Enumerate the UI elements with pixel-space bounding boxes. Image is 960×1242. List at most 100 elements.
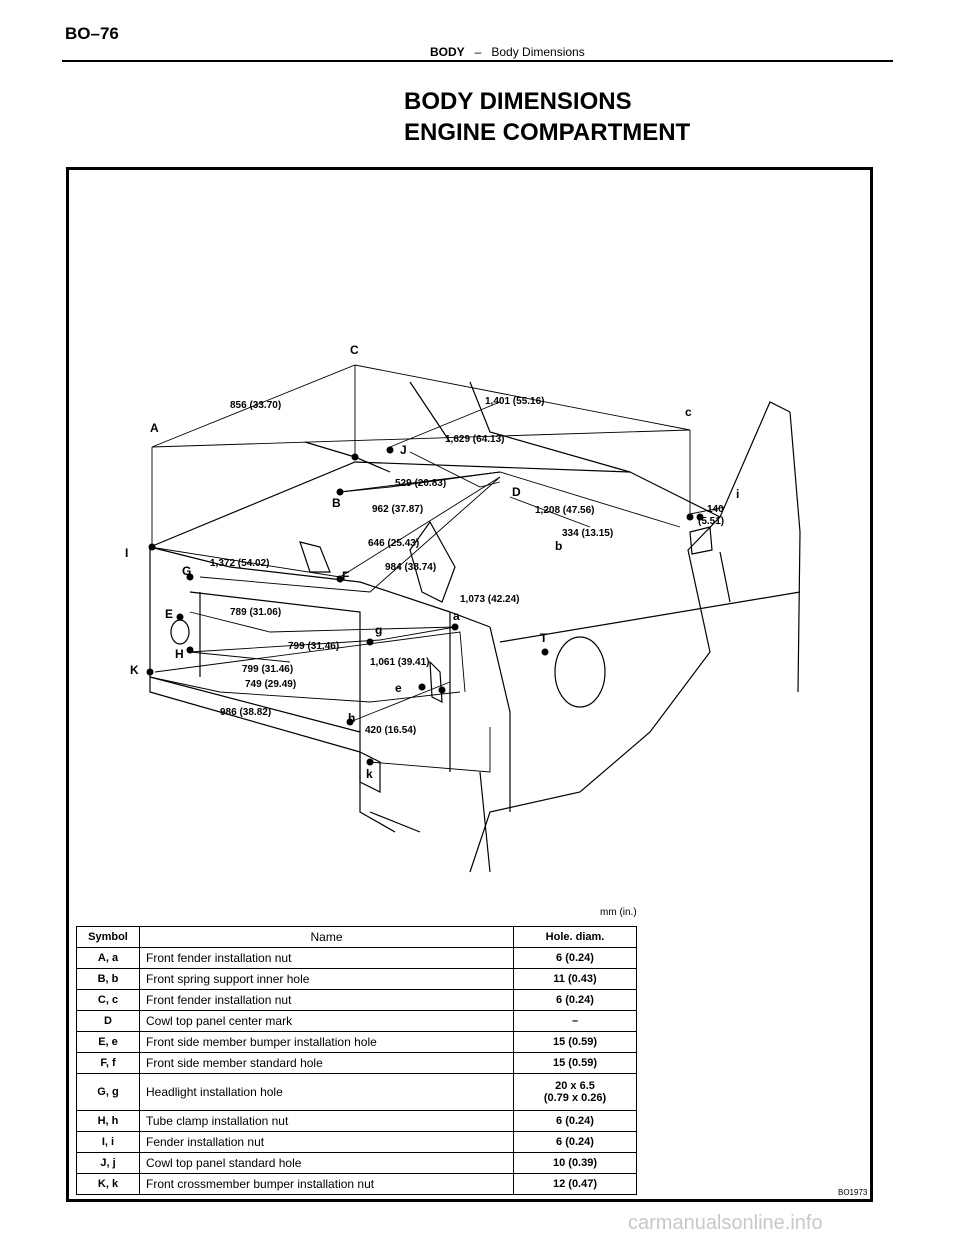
row-hole: 6 (0.24) xyxy=(513,989,637,1011)
dim-label-334: 334 (13.15) xyxy=(562,528,613,539)
dim-label-420: 420 (16.54) xyxy=(365,725,416,736)
running-header: BODY–Body Dimensions xyxy=(430,45,585,59)
section-name: BODY xyxy=(430,45,465,59)
row-name: Front spring support inner hole xyxy=(139,968,514,990)
dim-label-799-a: 799 (31.46) xyxy=(288,641,339,652)
point-label-h: h xyxy=(348,711,355,725)
header-rule xyxy=(62,60,893,62)
row-symbol: E, e xyxy=(76,1031,140,1053)
row-name: Front fender installation nut xyxy=(139,989,514,1011)
reference-points xyxy=(146,446,704,766)
point-label-C: C xyxy=(350,343,359,357)
dim-label-749: 749 (29.49) xyxy=(245,679,296,690)
point-label-I: I xyxy=(125,546,128,560)
dim-label-1629: 1,629 (64.13) xyxy=(445,434,505,445)
table-row: G, g Headlight installation hole 20 x 6.… xyxy=(76,1073,637,1111)
row-hole: 15 (0.59) xyxy=(513,1052,637,1074)
point-label-K: K xyxy=(130,663,139,677)
point-label-i: i xyxy=(736,487,739,501)
table-row: C, c Front fender installation nut 6 (0.… xyxy=(76,989,637,1011)
col-name: Name xyxy=(139,926,514,948)
watermark: carmanualsonline.info xyxy=(628,1212,823,1234)
dim-label-140: 140 xyxy=(707,504,724,515)
row-symbol: G, g xyxy=(76,1073,140,1111)
row-name: Front side member standard hole xyxy=(139,1052,514,1074)
row-name: Front side member bumper installation ho… xyxy=(139,1031,514,1053)
point-label-G: G xyxy=(182,564,191,578)
table-row: B, b Front spring support inner hole 11 … xyxy=(76,968,637,990)
table-row: J, j Cowl top panel standard hole 10 (0.… xyxy=(76,1152,637,1174)
dim-label-962: 962 (37.87) xyxy=(372,504,423,515)
point-label-e: e xyxy=(395,681,402,695)
row-symbol: K, k xyxy=(76,1173,140,1195)
row-name: Front crossmember bumper installation nu… xyxy=(139,1173,514,1195)
row-name: Cowl top panel center mark xyxy=(139,1010,514,1032)
body-outline xyxy=(149,381,801,873)
page-title: BODY DIMENSIONS ENGINE COMPARTMENT xyxy=(404,86,690,148)
dim-label-1061: 1,061 (39.41) xyxy=(370,657,430,668)
point-label-b: b xyxy=(555,539,562,553)
row-symbol: B, b xyxy=(76,968,140,990)
row-hole: – xyxy=(513,1010,637,1032)
table-row: D Cowl top panel center mark – xyxy=(76,1010,637,1032)
dim-label-984: 984 (38.74) xyxy=(385,562,436,573)
figure-code: BO1973 xyxy=(838,1188,868,1197)
row-hole: 15 (0.59) xyxy=(513,1031,637,1053)
dim-label-529: 529 (20.83) xyxy=(395,478,446,489)
figure-frame xyxy=(66,167,873,1202)
dim-label-646: 646 (25.43) xyxy=(368,538,419,549)
row-hole: 10 (0.39) xyxy=(513,1152,637,1174)
point-label-J: J xyxy=(400,443,407,457)
row-name: Front fender installation nut xyxy=(139,947,514,969)
row-symbol: H, h xyxy=(76,1110,140,1132)
point-label-D: D xyxy=(512,485,521,499)
row-hole-line-1: 20 x 6.5 xyxy=(555,1080,595,1092)
row-name: Tube clamp installation nut xyxy=(139,1110,514,1132)
row-symbol: I, i xyxy=(76,1131,140,1153)
row-symbol: C, c xyxy=(76,989,140,1011)
table-row: H, h Tube clamp installation nut 6 (0.24… xyxy=(76,1110,637,1132)
table-row: K, k Front crossmember bumper installati… xyxy=(76,1173,637,1195)
row-name: Fender installation nut xyxy=(139,1131,514,1153)
row-symbol: F, f xyxy=(76,1052,140,1074)
row-hole: 20 x 6.5 (0.79 x 0.26) xyxy=(513,1073,637,1111)
row-hole: 6 (0.24) xyxy=(513,1131,637,1153)
point-label-A: A xyxy=(150,421,159,435)
table-row: F, f Front side member standard hole 15 … xyxy=(76,1052,637,1074)
dim-label-799-b: 799 (31.46) xyxy=(242,664,293,675)
dim-label-5-51: (5.51) xyxy=(698,516,724,527)
point-label-k: k xyxy=(366,767,373,781)
dim-label-1208: 1,208 (47.56) xyxy=(535,505,595,516)
row-symbol: A, a xyxy=(76,947,140,969)
row-hole: 6 (0.24) xyxy=(513,1110,637,1132)
row-hole: 11 (0.43) xyxy=(513,968,637,990)
dim-label-1073: 1,073 (42.24) xyxy=(460,594,520,605)
point-label-B: B xyxy=(332,496,341,510)
point-label-T: T xyxy=(540,631,548,645)
dim-label-856: 856 (33.70) xyxy=(230,400,281,411)
point-label-F: F xyxy=(342,569,349,583)
point-label-a: a xyxy=(453,609,460,623)
dimension-labels: 856 (33.70) 1,401 (55.16) 1,629 (64.13) … xyxy=(210,396,724,736)
point-label-E: E xyxy=(165,607,173,621)
point-label-c: c xyxy=(685,405,692,419)
title-line-2: ENGINE COMPARTMENT xyxy=(404,119,691,146)
table-header-row: Symbol Name Hole. diam. xyxy=(76,926,637,948)
dim-label-1372: 1,372 (54.02) xyxy=(210,558,270,569)
dim-label-986: 986 (38.82) xyxy=(220,707,271,718)
row-symbol: D xyxy=(76,1010,140,1032)
row-name: Headlight installation hole xyxy=(139,1073,514,1111)
col-hole: Hole. diam. xyxy=(513,926,637,948)
engine-compartment-diagram: A B C D E F G H I J K a b c e g h i k T … xyxy=(125,343,801,873)
col-symbol: Symbol xyxy=(76,926,140,948)
title-line-1: BODY DIMENSIONS xyxy=(404,88,632,115)
row-hole-line-2: (0.79 x 0.26) xyxy=(543,1092,607,1104)
dimension-lines xyxy=(149,364,726,773)
table-row: E, e Front side member bumper installati… xyxy=(76,1031,637,1053)
row-name: Cowl top panel standard hole xyxy=(139,1152,514,1174)
table-row: A, a Front fender installation nut 6 (0.… xyxy=(76,947,637,969)
row-hole: 6 (0.24) xyxy=(513,947,637,969)
subsection-name: Body Dimensions xyxy=(491,45,585,59)
point-labels: A B C D E F G H I J K a b c e g h i k T xyxy=(125,343,739,781)
point-label-H: H xyxy=(175,647,184,661)
